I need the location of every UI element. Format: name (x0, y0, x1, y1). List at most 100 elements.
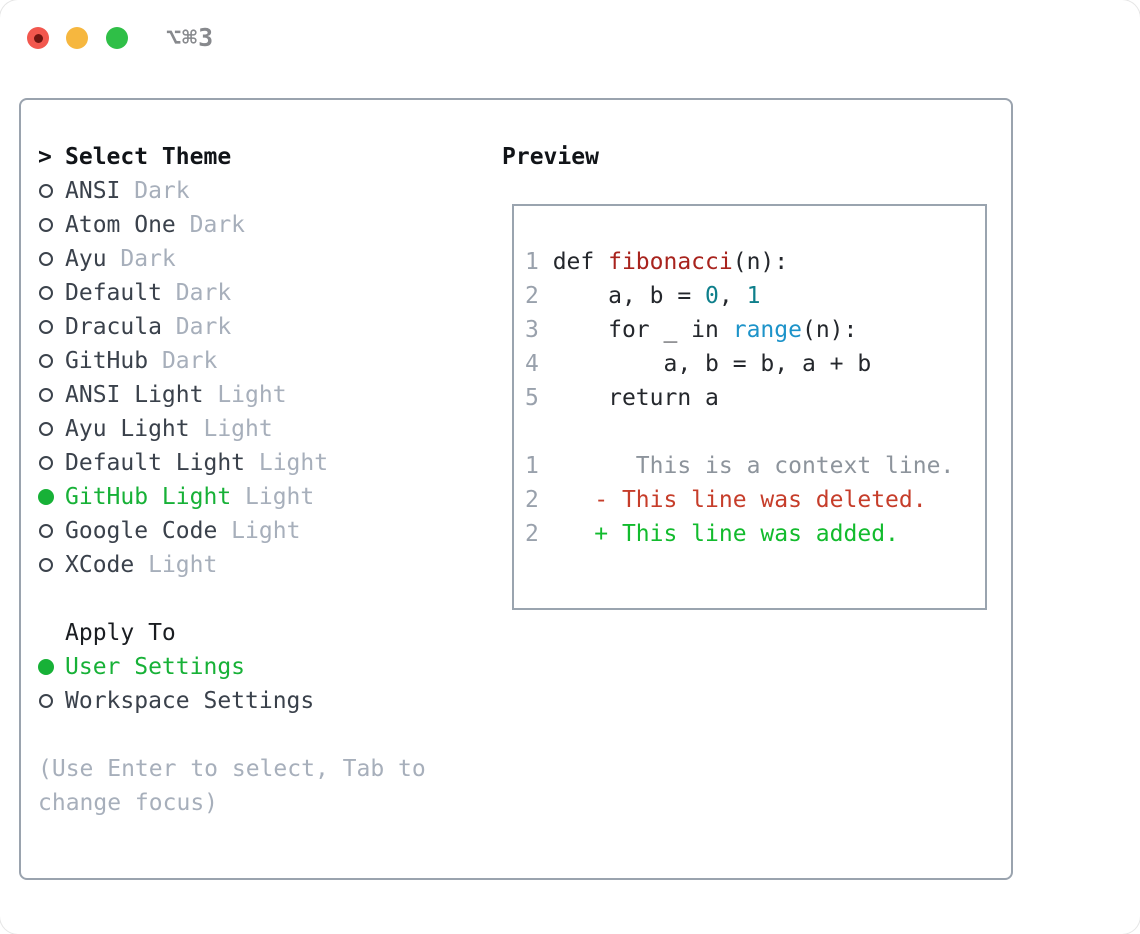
radio-unselected-icon (39, 218, 53, 232)
apply-to-header: Apply To (38, 616, 478, 650)
line-number: 2 (525, 283, 553, 309)
code-segment-ctx: This is a context line. (552, 453, 955, 479)
code-segment-plain: a, b = (552, 283, 706, 309)
select-theme-header: > Select Theme (38, 140, 478, 174)
option-label: Ayu (65, 246, 107, 272)
line-number: 2 (525, 487, 553, 513)
hint-line-1: (Use Enter to select, Tab to (38, 756, 426, 782)
select-theme-title: Select Theme (65, 144, 232, 170)
code-segment-plain: def (552, 249, 609, 275)
radio-selected-icon (38, 489, 54, 505)
theme-option[interactable]: Ayu Dark (38, 242, 478, 276)
zoom-button[interactable] (106, 27, 128, 49)
option-label: ANSI Light (65, 382, 204, 408)
apply-to-option[interactable]: User Settings (38, 650, 478, 684)
theme-option[interactable]: Default Light Light (38, 446, 478, 480)
code-segment-plain: , (718, 283, 747, 309)
code-segment-plain: (n): (732, 249, 789, 275)
option-label: User Settings (65, 654, 246, 680)
line-number: 1 (525, 249, 553, 275)
theme-option[interactable]: ANSI Light Light (38, 378, 478, 412)
code-segment-del: - This line was deleted. (552, 487, 927, 513)
line-number: 2 (525, 521, 553, 547)
preview-title: Preview (502, 144, 599, 170)
option-variant-tag: Light (245, 450, 329, 476)
code-line: 3 for _ in range(n): (525, 313, 985, 347)
option-variant-tag: Dark (161, 314, 232, 340)
code-segment-numlit: 0 (705, 283, 719, 309)
code-segment-plain: for _ in (552, 317, 733, 343)
option-variant-tag: Dark (120, 178, 190, 204)
code-segment-plain: (n): (801, 317, 858, 343)
line-number: 1 (525, 453, 553, 479)
option-variant-tag: Light (231, 484, 315, 510)
option-variant-tag: Light (217, 518, 301, 544)
title-bar: ⌥⌘3 (0, 0, 1140, 76)
code-line: 1 This is a context line. (525, 449, 985, 483)
option-label: Default Light (65, 450, 246, 476)
option-variant-tag: Dark (175, 212, 246, 238)
option-label: GitHub Light (65, 484, 232, 510)
option-label: Default (65, 280, 162, 306)
radio-unselected-icon (39, 524, 53, 538)
code-segment-numlit: 1 (746, 283, 761, 309)
hint-line-2: change focus) (38, 790, 219, 816)
code-segment-plain: return a (552, 385, 719, 411)
radio-unselected-icon (39, 388, 53, 402)
radio-unselected-icon (39, 286, 53, 300)
code-segment-builtin: range (732, 317, 802, 343)
option-label: ANSI (65, 178, 121, 204)
option-variant-tag: Light (134, 552, 218, 578)
radio-unselected-icon (39, 422, 53, 436)
radio-unselected-icon (39, 252, 53, 266)
code-line: 2 - This line was deleted. (525, 483, 985, 517)
apply-to-option[interactable]: Workspace Settings (38, 684, 478, 718)
radio-selected-icon (38, 659, 54, 675)
code-line (525, 415, 985, 449)
apply-to-title: Apply To (65, 620, 176, 646)
theme-option[interactable]: Atom One Dark (38, 208, 478, 242)
code-line: 2 + This line was added. (525, 517, 985, 551)
option-variant-tag: Light (189, 416, 273, 442)
radio-unselected-icon (39, 456, 53, 470)
code-segment-add: + This line was added. (552, 521, 899, 547)
radio-unselected-icon (39, 320, 53, 334)
theme-option[interactable]: GitHub Light Light (38, 480, 478, 514)
radio-unselected-icon (39, 558, 53, 572)
option-variant-tag: Dark (161, 280, 232, 306)
theme-option[interactable]: ANSI Dark (38, 174, 478, 208)
option-label: Atom One (65, 212, 176, 238)
option-label: Workspace Settings (65, 688, 315, 714)
code-line: 4 a, b = b, a + b (525, 347, 985, 381)
minimize-button[interactable] (66, 27, 88, 49)
theme-option[interactable]: XCode Light (38, 548, 478, 582)
theme-option[interactable]: Google Code Light (38, 514, 478, 548)
option-variant-tag: Dark (106, 246, 176, 272)
option-label: GitHub (65, 348, 149, 374)
line-number: 4 (525, 351, 553, 377)
radio-unselected-icon (39, 354, 53, 368)
code-line: 2 a, b = 0, 1 (525, 279, 985, 313)
theme-option[interactable]: Dracula Dark (38, 310, 478, 344)
option-label: XCode (65, 552, 135, 578)
theme-option[interactable]: GitHub Dark (38, 344, 478, 378)
theme-option[interactable]: Default Dark (38, 276, 478, 310)
radio-unselected-icon (39, 694, 53, 708)
close-button[interactable] (27, 27, 49, 49)
code-segment-func: fibonacci (608, 249, 733, 275)
theme-option[interactable]: Ayu Light Light (38, 412, 478, 446)
option-variant-tag: Light (203, 382, 287, 408)
option-label: Ayu Light (65, 416, 190, 442)
prompt-icon: > (38, 144, 52, 170)
code-line: 5 return a (525, 381, 985, 415)
code-line: 1 def fibonacci(n): (525, 245, 985, 279)
option-label: Dracula (65, 314, 162, 340)
window-title: ⌥⌘3 (166, 23, 215, 52)
